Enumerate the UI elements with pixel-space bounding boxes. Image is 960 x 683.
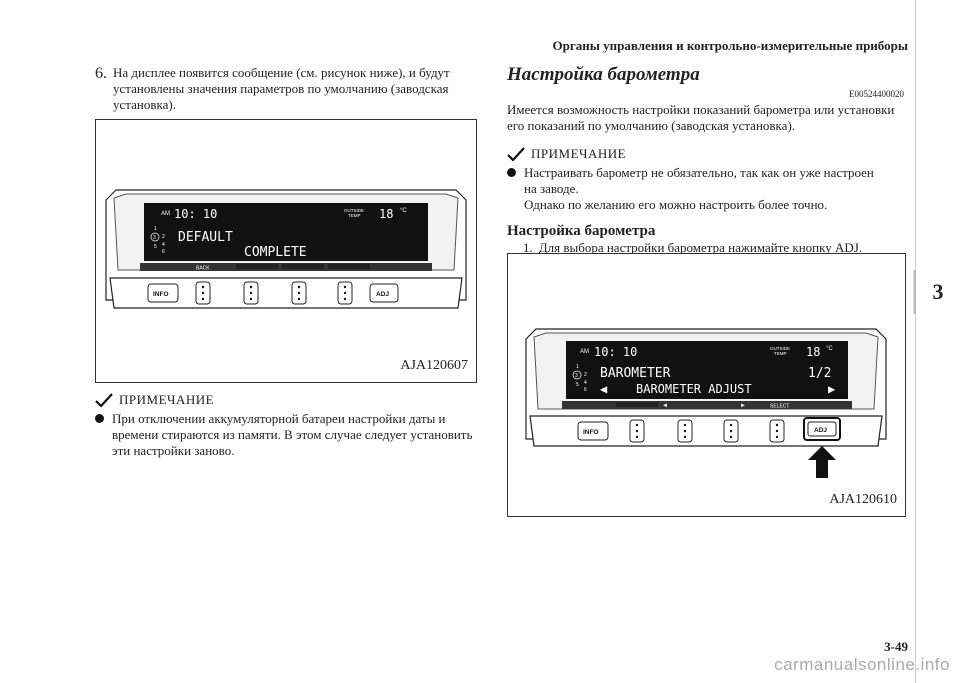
- select-softkey-label: SELECT: [770, 404, 789, 410]
- temp-unit: °C: [400, 208, 407, 214]
- left-arrow-softkey-icon: ◄: [662, 403, 668, 409]
- figure-label: AJA120607: [400, 358, 468, 373]
- gear-1: 1: [154, 226, 157, 232]
- gear-4: 4: [162, 242, 165, 248]
- step-6: 6. На дисплее появится сообщение (см. ри…: [95, 65, 475, 113]
- display-panel-illustration: AM 10: 10 OUTSIDE TEMP 18 °C 1 3 2 4 5 6…: [105, 189, 467, 309]
- note-label: ПРИМЕЧАНИЕ: [531, 146, 627, 161]
- watermark: carmanualsonline.info: [774, 655, 950, 674]
- running-header: Органы управления и контрольно-измерител…: [552, 38, 908, 53]
- temp-label: TEMP: [774, 351, 787, 356]
- temp-unit: °C: [826, 346, 833, 352]
- am-indicator: AM: [161, 211, 170, 217]
- page-number: 3-49: [884, 639, 908, 654]
- note-text-line: Настраивать барометр не обязательно, так…: [524, 165, 874, 180]
- adj-button-label: ADJ: [376, 291, 389, 298]
- section-tab-edge: [915, 0, 916, 683]
- figure-barometer-adjust: AM 10: 10 OUTSIDE TEMP 18 °C 1 3 2 4 5 6…: [507, 253, 906, 517]
- step-text-line: На дисплее появится сообщение (см. рисун…: [113, 65, 450, 80]
- gear-6: 6: [162, 249, 165, 255]
- gear-6: 6: [584, 387, 587, 393]
- display-line-1: DEFAULT: [178, 230, 233, 245]
- display-line-1: BAROMETER: [600, 366, 671, 381]
- info-button-label: INFO: [153, 291, 169, 298]
- intro-line: его показаний по умолчанию (заводская ус…: [507, 118, 796, 133]
- note-text-line: Однако по желанию его можно настроить бо…: [524, 197, 828, 212]
- note-text-line: на заводе.: [524, 181, 579, 196]
- am-indicator: AM: [580, 349, 589, 355]
- right-column-top: Настройка барометра E00524400020 Имеется…: [507, 64, 904, 256]
- gear-2: 2: [584, 372, 587, 378]
- arrow-left-icon: ◀: [600, 382, 608, 396]
- intro-line: Имеется возможность настройки показаний …: [507, 102, 895, 117]
- display-line-2: BAROMETER ADJUST: [636, 382, 752, 396]
- adj-button-label: ADJ: [814, 427, 827, 434]
- bullet-icon: [507, 168, 516, 177]
- note-text-line: времени стираются из памяти. В этом случ…: [112, 427, 473, 442]
- gear-3: 3: [153, 235, 156, 241]
- display-line-2: COMPLETE: [244, 245, 307, 260]
- step-number: 1.: [523, 240, 533, 255]
- section-code: E00524400020: [849, 89, 904, 99]
- clock-display: 10: 10: [594, 345, 637, 359]
- right-arrow-softkey-icon: ►: [740, 403, 746, 409]
- gear-2: 2: [162, 234, 165, 240]
- display-panel-illustration: AM 10: 10 OUTSIDE TEMP 18 °C 1 3 2 4 5 6…: [525, 328, 887, 478]
- gear-5: 5: [576, 382, 579, 388]
- display-page-indicator: 1/2: [808, 366, 831, 381]
- note-label: ПРИМЕЧАНИЕ: [119, 392, 215, 407]
- section-title: Настройка барометра: [507, 64, 700, 85]
- temp-label: TEMP: [348, 213, 361, 218]
- back-softkey-label: BACK: [196, 266, 210, 272]
- outside-label: OUTSIDE: [770, 346, 790, 351]
- gear-3: 3: [575, 373, 578, 379]
- step-text-line: установка).: [113, 97, 176, 112]
- figure-default-complete: AM 10: 10 OUTSIDE TEMP 18 °C 1 3 2 4 5 6…: [95, 119, 477, 383]
- note-icon: [95, 393, 113, 407]
- note-block-left: ПРИМЕЧАНИЕ При отключении аккумуляторной…: [95, 392, 475, 459]
- gear-4: 4: [584, 380, 587, 386]
- temp-value: 18: [379, 207, 393, 221]
- temp-value: 18: [806, 345, 820, 359]
- step-number: 6.: [95, 65, 107, 82]
- bullet-icon: [95, 414, 104, 423]
- step-text-line: установлены значения параметров по умолч…: [113, 81, 449, 96]
- note-icon: [507, 147, 525, 161]
- arrow-right-icon: ▶: [828, 382, 836, 396]
- section-tab: 3: [914, 270, 960, 314]
- note-text-line: При отключении аккумуляторной батареи на…: [112, 411, 446, 426]
- outside-label: OUTSIDE: [344, 208, 364, 213]
- clock-display: 10: 10: [174, 207, 217, 221]
- gear-1: 1: [576, 364, 579, 370]
- step-text: Для выбора настройки барометра нажимайте…: [538, 240, 863, 255]
- subsection-title: Настройка барометра: [507, 223, 656, 239]
- figure-label: AJA120610: [829, 492, 897, 507]
- info-button-label: INFO: [583, 429, 599, 436]
- note-text-line: эти настройки заново.: [112, 443, 235, 458]
- gear-5: 5: [154, 244, 157, 250]
- pointer-arrow-icon: [808, 446, 836, 478]
